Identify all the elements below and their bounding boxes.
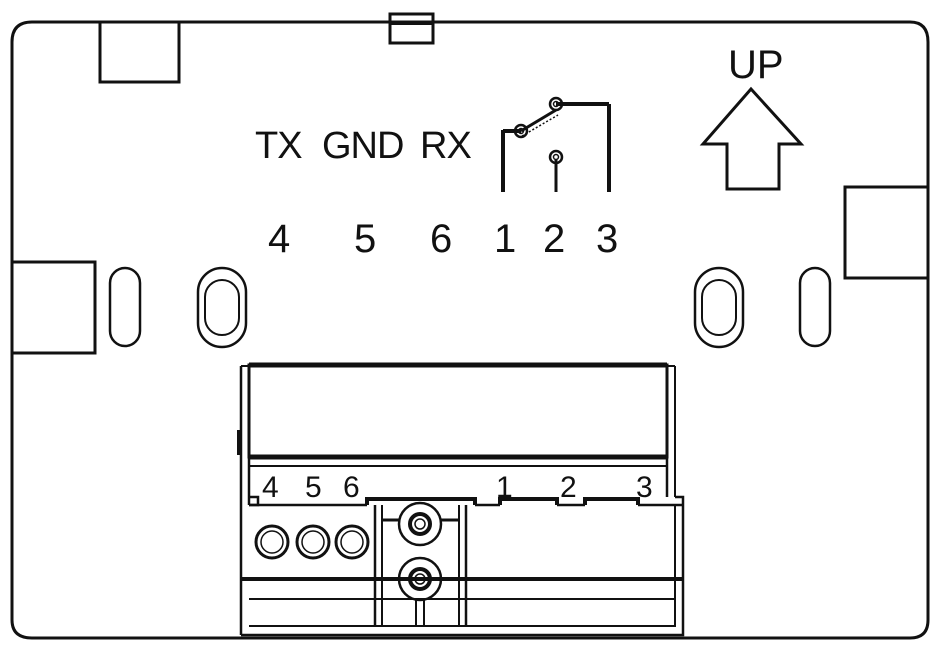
label-tx: TX — [255, 125, 302, 167]
up-arrow-icon — [699, 86, 805, 191]
wire-entry-6 — [334, 524, 370, 560]
relay-switch-icon — [501, 96, 611, 192]
pin-number-5: 5 — [354, 217, 376, 261]
mounting-slot-left-large — [196, 266, 248, 349]
screw-terminal-upper — [382, 501, 459, 547]
pin-number-2: 2 — [543, 217, 565, 261]
pin-number-6: 6 — [430, 217, 452, 261]
terminal-label-1: 1 — [496, 471, 513, 504]
terminal-label-3: 3 — [636, 471, 653, 504]
terminal-label-2: 2 — [560, 471, 577, 504]
terminal-block — [237, 362, 685, 637]
pin-number-1: 1 — [494, 217, 516, 261]
terminal-label-6: 6 — [343, 471, 360, 504]
mounting-slot-right-large — [693, 266, 745, 349]
pin-number-3: 3 — [596, 217, 618, 261]
mounting-slot-right-small — [798, 266, 832, 348]
wire-entry-5 — [295, 524, 331, 560]
mounting-slot-left-small — [108, 266, 142, 348]
terminal-label-4: 4 — [262, 471, 279, 504]
right-side-tab — [843, 185, 930, 280]
up-label: UP — [728, 43, 784, 87]
top-center-clip — [388, 12, 435, 45]
pin-number-4: 4 — [268, 217, 290, 261]
top-left-tab — [98, 20, 181, 84]
label-rx: RX — [420, 125, 471, 167]
left-side-tab — [10, 260, 97, 355]
terminal-label-5: 5 — [305, 471, 322, 504]
wire-entry-4 — [254, 524, 290, 560]
housing-outline — [10, 20, 930, 640]
screw-terminal-lower — [397, 556, 443, 626]
label-gnd: GND — [322, 125, 403, 167]
